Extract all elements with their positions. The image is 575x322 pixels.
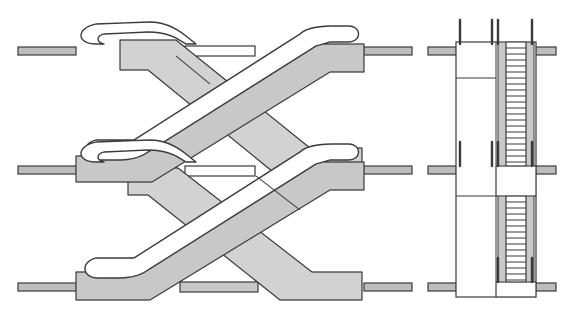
section-floor-top-left — [427, 46, 457, 56]
section-lower-steps — [506, 201, 526, 281]
section-floor-bottom-left — [427, 282, 457, 292]
lower-back-escalator-handrail — [80, 139, 197, 163]
side-section-view — [427, 18, 557, 298]
floor-slab-middle-right — [363, 165, 413, 175]
section-bottom-landing-box — [495, 281, 537, 298]
lower-front-escalator-handrail — [84, 143, 360, 279]
section-floor-bottom-right — [535, 282, 557, 292]
back-escalator-edge-middle — [255, 175, 301, 211]
upper-back-escalator-handrail — [80, 21, 197, 45]
floor-slab-bottom-left — [17, 282, 77, 292]
floor-slab-bottom-right — [363, 282, 413, 292]
section-upper-steps — [506, 47, 526, 163]
middle-landing-bridge — [184, 165, 256, 177]
upper-landing-bridge — [184, 45, 256, 57]
back-escalator-edge-top — [175, 55, 211, 85]
section-handrail-posts — [458, 18, 534, 284]
floor-slab-top-right — [363, 46, 413, 56]
section-floor-middle-right — [535, 165, 557, 175]
crisscross-elevation-view — [17, 21, 413, 301]
section-floor-top-right — [535, 46, 557, 56]
floor-slab-top-left — [17, 46, 77, 56]
bottom-pit — [179, 281, 259, 293]
section-upper-step-rail — [505, 41, 527, 167]
upper-front-escalator-handrail — [84, 25, 360, 161]
section-middle-landing-box — [495, 165, 537, 197]
section-floor-middle-left — [427, 165, 457, 175]
section-lower-step-rail — [505, 195, 527, 283]
floor-slab-middle-left — [17, 165, 77, 175]
